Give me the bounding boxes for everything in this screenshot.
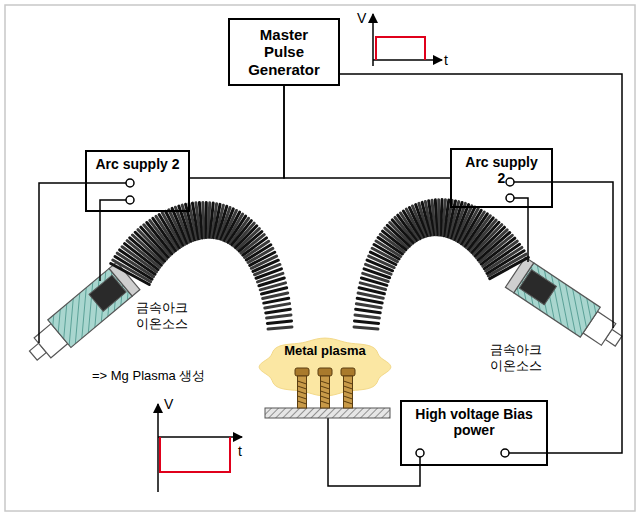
frame bbox=[5, 5, 635, 511]
axis-label: V bbox=[357, 10, 366, 27]
power-supply-box: Arc supply 2 bbox=[450, 148, 553, 208]
node-label: Master Pulse Generator bbox=[238, 26, 330, 78]
node-label: High voltage Bias power bbox=[410, 406, 538, 438]
wire bbox=[39, 182, 613, 486]
generator-box: Master Pulse Generator bbox=[228, 18, 340, 86]
wire-connector bbox=[340, 74, 622, 453]
note: => Mg Plasma 생성 bbox=[92, 368, 205, 384]
part-label: 금속아크 이온소스 bbox=[490, 342, 556, 373]
axis-label: t bbox=[238, 443, 242, 460]
pulse-graph bbox=[373, 14, 442, 66]
ion-source bbox=[505, 257, 628, 356]
node-label: Arc supply 2 bbox=[460, 154, 543, 186]
plasma-cloud: Metal plasma bbox=[255, 335, 395, 399]
node-label: Metal plasma bbox=[284, 344, 366, 359]
power-supply-box: Arc supply 2 bbox=[85, 150, 190, 212]
axis-label: t bbox=[444, 52, 448, 69]
node-label: Arc supply 2 bbox=[95, 156, 179, 172]
wire-connector bbox=[284, 86, 450, 178]
wire-connector bbox=[190, 86, 284, 178]
part-label: 금속아크 이온소스 bbox=[136, 300, 202, 331]
axis-label: V bbox=[164, 396, 173, 413]
bias-pulse-graph bbox=[158, 404, 242, 492]
plasma-cloud-fill bbox=[259, 338, 391, 396]
substrate bbox=[265, 408, 390, 418]
bias-power-box: High voltage Bias power bbox=[400, 400, 548, 466]
